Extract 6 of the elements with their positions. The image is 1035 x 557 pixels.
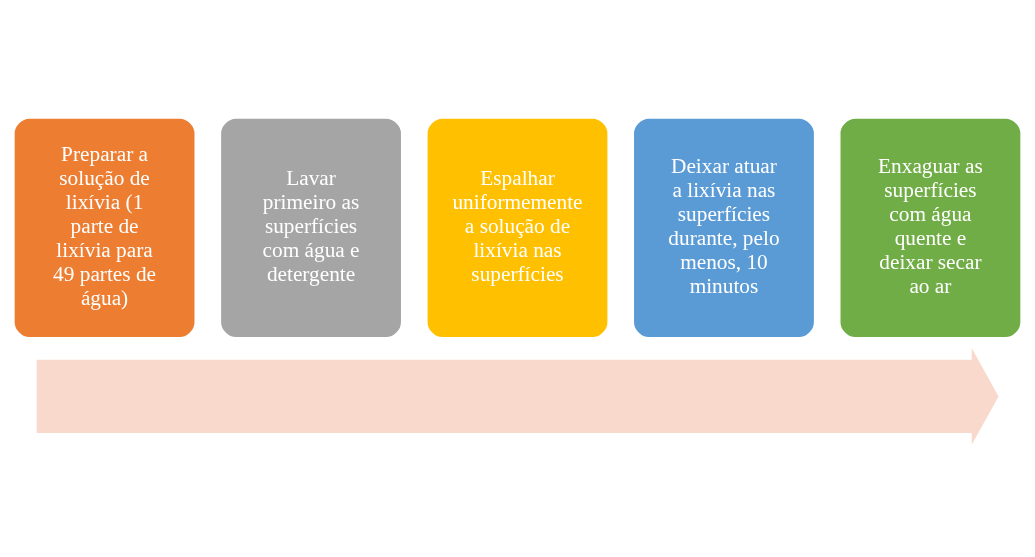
node-box: Enxaguar as superfícies com água quente e deixar secar ao ar bbox=[837, 116, 1023, 340]
node-box: Deixar atuar a lixívia nas superfícies durante, pelo menos, 10 minutos bbox=[631, 116, 817, 340]
node-arrow bbox=[36, 347, 999, 445]
node-box: Preparar a solução de lixívia (1 parte de lixívia para 49 partes de água) bbox=[12, 116, 198, 340]
node-box: Lavar primeiro as superfícies com água e detergente bbox=[218, 116, 404, 340]
node-box: Espalhar uniformemente a solução de lixívia nas superfícies bbox=[424, 116, 611, 340]
